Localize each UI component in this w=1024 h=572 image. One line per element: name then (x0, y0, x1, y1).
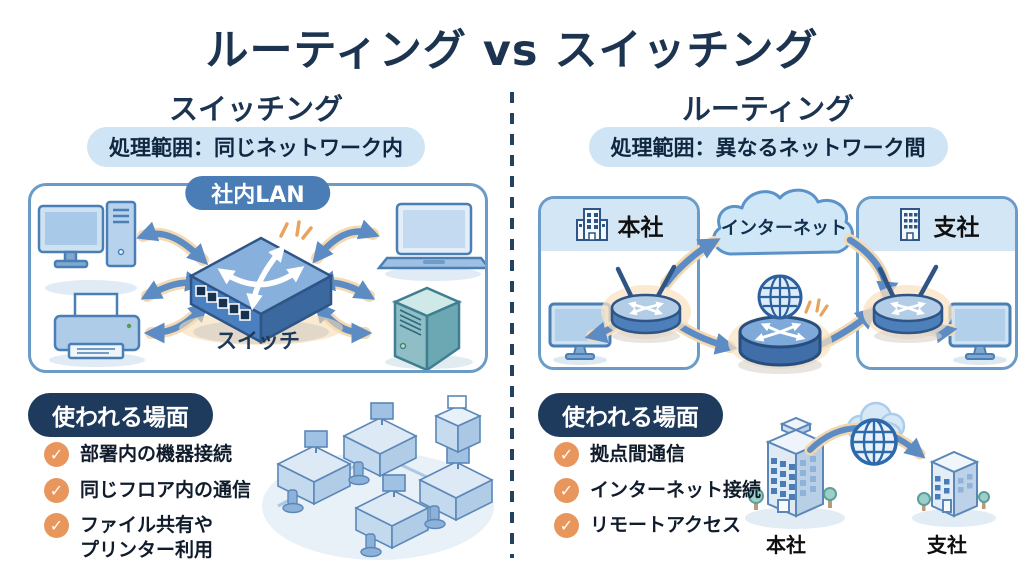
routing-usage-item-1: ✓ 拠点間通信 (554, 442, 685, 467)
internet-label: インターネット (721, 218, 847, 239)
branch-router-icon (863, 264, 953, 343)
check-icon: ✓ (44, 442, 69, 467)
column-divider (510, 92, 514, 558)
sites-illustration (745, 401, 996, 529)
footer-hq-label: 本社 (766, 533, 806, 557)
hq-label: 本社 (617, 215, 664, 241)
routing-scope-badge-wrap: 処理範囲：異なるネットワーク間 (512, 127, 1024, 167)
hq-building-icon (575, 208, 608, 241)
branch-label: 支社 (933, 215, 980, 241)
sparkle-icon (279, 220, 313, 240)
check-icon: ✓ (44, 513, 69, 538)
branch-band: 支社 (859, 199, 1015, 251)
branch-building-illustration (929, 450, 980, 518)
switching-usage-title: 使われる場面 (28, 393, 213, 437)
server-icon (385, 286, 473, 370)
footer-branch-label: 支社 (927, 533, 967, 557)
check-icon: ✓ (554, 478, 579, 503)
branch-monitor-icon (948, 302, 1012, 365)
routing-usage-item-2: ✓ インターネット接続 (554, 478, 761, 503)
switching-usage-item-2: ✓ 同じフロア内の通信 (44, 478, 251, 503)
globe-icon (757, 274, 803, 320)
switching-header: スイッチング (168, 92, 343, 126)
copier-icon (434, 395, 482, 454)
switch-icon (179, 220, 343, 345)
lan-pill: 社内LAN (185, 176, 331, 210)
printer-icon (49, 292, 145, 367)
tree-icon (748, 487, 990, 511)
routing-usage-item-3: ✓ リモートアクセス (554, 513, 741, 538)
switch-label: スイッチ (216, 329, 300, 353)
lan-diagram-illustration (37, 200, 485, 370)
sparkle-icon (804, 298, 829, 317)
office-floor-illustration (262, 395, 494, 560)
page-title: ルーティング vs スイッチング (205, 26, 819, 76)
internet-cloud-icon (712, 188, 854, 256)
hq-building-illustration (765, 416, 826, 518)
switching-scope-badge-wrap: 処理範囲：同じネットワーク内 (0, 127, 512, 167)
lan-diagram-box: 社内LAN (28, 176, 488, 373)
switching-scope-badge: 処理範囲：同じネットワーク内 (87, 127, 425, 167)
check-icon: ✓ (554, 442, 579, 467)
check-icon: ✓ (554, 513, 579, 538)
switching-usage-item-1: ✓ 部署内の機器接続 (44, 442, 232, 467)
switching-usage-item-3: ✓ ファイル共有や プリンター利用 (44, 513, 213, 562)
routing-header: ルーティング (681, 92, 855, 126)
routing-scope-badge: 処理範囲：異なるネットワーク間 (588, 127, 948, 167)
routing-usage-title: 使われる場面 (538, 393, 723, 437)
desktop-pc-icon (37, 200, 137, 296)
branch-building-icon (899, 208, 920, 241)
core-router-icon (728, 274, 832, 374)
hq-router-icon (601, 264, 691, 343)
check-icon: ✓ (44, 478, 69, 503)
hq-band: 本社 (541, 199, 697, 251)
laptop-icon (376, 202, 485, 281)
globe-icon (850, 418, 898, 466)
